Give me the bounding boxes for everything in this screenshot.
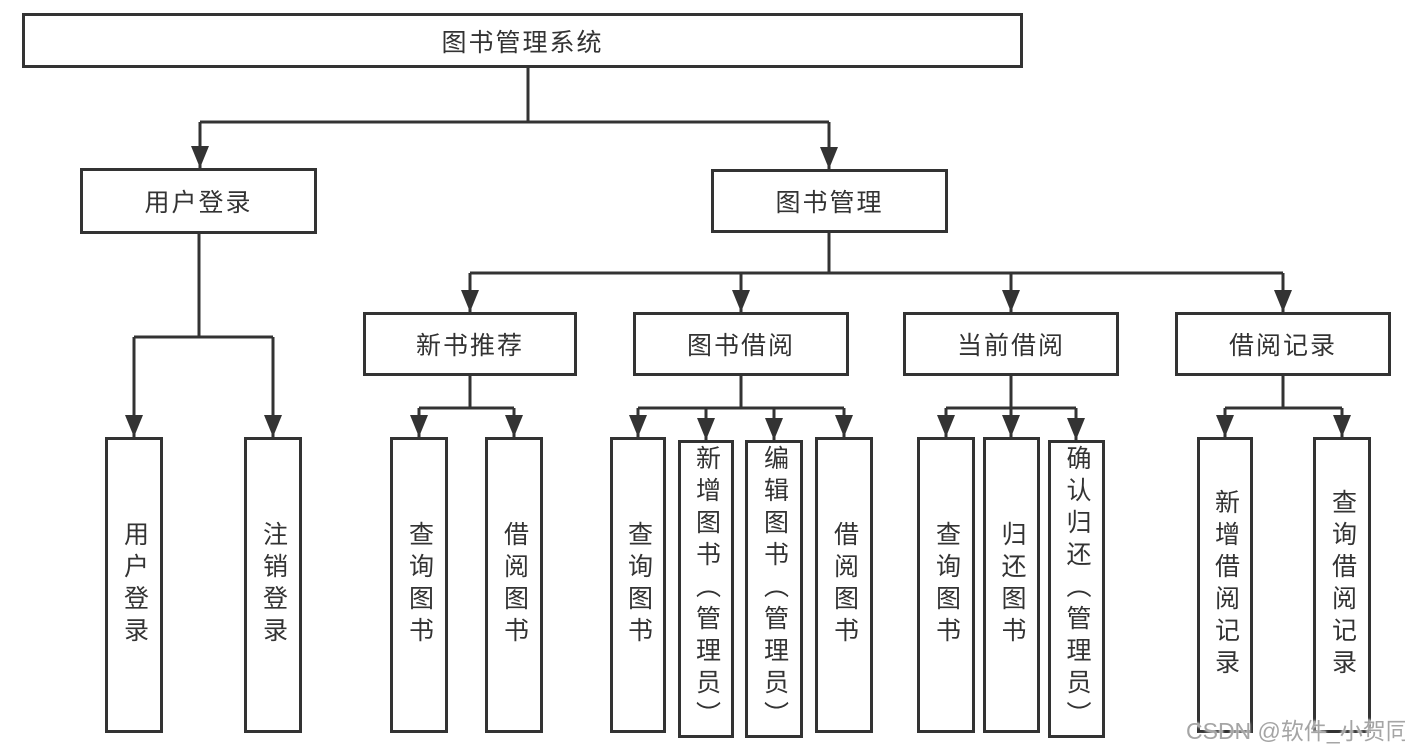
- leaf-bb-borrow-books: 借阅图书: [815, 437, 873, 733]
- leaf-br-add-borrow-record: 新增借阅记录: [1197, 437, 1253, 733]
- node-library-management-system: 图书管理系统: [22, 13, 1023, 68]
- leaf-bb-query-books: 查询图书: [610, 437, 666, 733]
- leaf-cb-return-books: 归还图书: [983, 437, 1040, 733]
- leaf-cb-confirm-return-admin: 确认归还（管理员）: [1048, 440, 1105, 738]
- leaf-nbr-query-books: 查询图书: [390, 437, 448, 733]
- node-book-borrowing: 图书借阅: [633, 312, 849, 376]
- leaf-nbr-borrow-books: 借阅图书: [485, 437, 543, 733]
- leaf-bb-edit-books-admin: 编辑图书（管理员）: [745, 440, 803, 738]
- node-user-login: 用户登录: [80, 168, 317, 234]
- leaf-logout: 注销登录: [244, 437, 302, 733]
- leaf-br-query-borrow-record: 查询借阅记录: [1313, 437, 1371, 733]
- leaf-cb-query-books: 查询图书: [917, 437, 975, 733]
- node-new-book-recommendation: 新书推荐: [363, 312, 577, 376]
- node-book-management: 图书管理: [711, 169, 948, 233]
- node-current-borrowing: 当前借阅: [903, 312, 1119, 376]
- csdn-watermark: CSDN @软件_小贺同学: [1186, 718, 1405, 744]
- leaf-user-login: 用户登录: [105, 437, 163, 733]
- node-borrowing-records: 借阅记录: [1175, 312, 1391, 376]
- leaf-bb-add-books-admin: 新增图书（管理员）: [678, 440, 734, 738]
